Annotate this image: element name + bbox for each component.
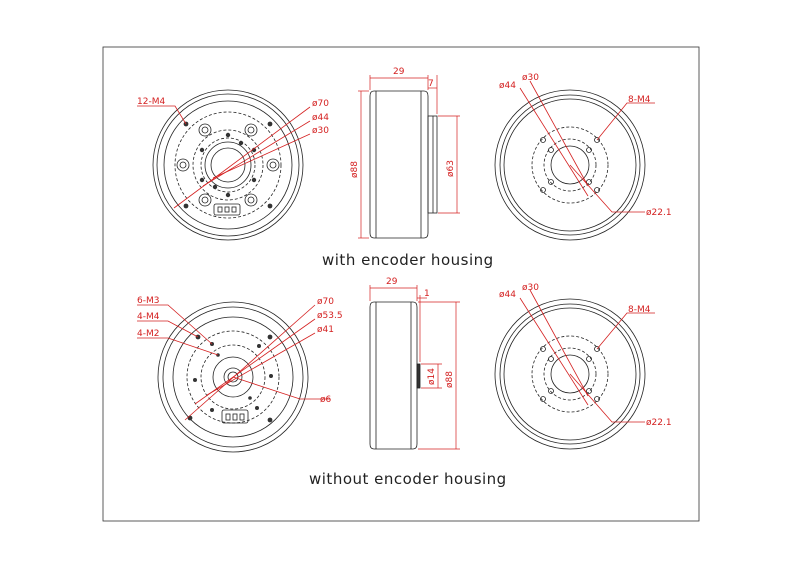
top-side-d63-label: ø63 xyxy=(446,160,456,177)
top-front-d30-label: ø30 xyxy=(312,126,329,136)
bottom-front-m4-label: 4-M4 xyxy=(137,312,160,322)
top-front-view xyxy=(152,89,304,241)
bottom-rear-d44-label: ø44 xyxy=(499,290,516,300)
bottom-front-d53-label: ø53.5 xyxy=(317,311,343,321)
top-rear-leaders xyxy=(519,80,655,213)
bottom-front-d41-label: ø41 xyxy=(317,325,334,335)
top-front-d70-label: ø70 xyxy=(312,99,329,109)
bottom-front-m2-label: 4-M2 xyxy=(137,329,159,339)
bottom-front-d70-label: ø70 xyxy=(317,297,334,307)
top-side-w7-label: 7 xyxy=(428,79,434,89)
bottom-side-w1-label: 1 xyxy=(424,289,430,299)
top-rear-d30-label: ø30 xyxy=(522,73,539,83)
bottom-rear-view xyxy=(494,298,646,450)
bottom-side-view xyxy=(369,301,421,450)
bottom-rear-leaders xyxy=(519,289,655,423)
top-rear-holes xyxy=(540,137,600,193)
top-front-leaders xyxy=(137,105,311,209)
top-rear-view xyxy=(494,89,646,241)
top-front-small-holes xyxy=(183,121,273,209)
caption-without-encoder: without encoder housing xyxy=(309,470,507,488)
bottom-rear-holes-label: 8-M4 xyxy=(628,305,651,315)
bottom-front-d6-label: ø6 xyxy=(320,395,332,405)
bottom-rear-holes xyxy=(540,346,600,402)
top-front-holes-label: 12-M4 xyxy=(137,97,165,107)
bottom-front-view xyxy=(157,301,309,453)
top-rear-d44-label: ø44 xyxy=(499,81,516,91)
top-side-view xyxy=(369,90,438,239)
top-rear-holes-label: 8-M4 xyxy=(628,95,651,105)
drawing-frame xyxy=(102,46,700,522)
bottom-rear-d22-label: ø22.1 xyxy=(646,418,672,428)
caption-with-encoder: with encoder housing xyxy=(322,251,494,269)
top-rear-d22-label: ø22.1 xyxy=(646,208,672,218)
top-side-dims xyxy=(358,75,460,239)
bottom-front-leaders xyxy=(137,304,330,421)
bottom-front-m3-label: 6-M3 xyxy=(137,296,159,306)
bottom-side-d14-label: ø14 xyxy=(427,368,437,385)
bottom-rear-d30-label: ø30 xyxy=(522,283,539,293)
top-side-w29-label: 29 xyxy=(393,67,405,77)
bottom-side-d88-label: ø88 xyxy=(445,371,455,388)
top-side-d88-label: ø88 xyxy=(350,161,360,178)
bottom-side-w29-label: 29 xyxy=(386,277,398,287)
top-front-d44-label: ø44 xyxy=(312,113,329,123)
bottom-side-dims xyxy=(369,285,460,450)
bottom-front-small-holes xyxy=(187,334,273,423)
